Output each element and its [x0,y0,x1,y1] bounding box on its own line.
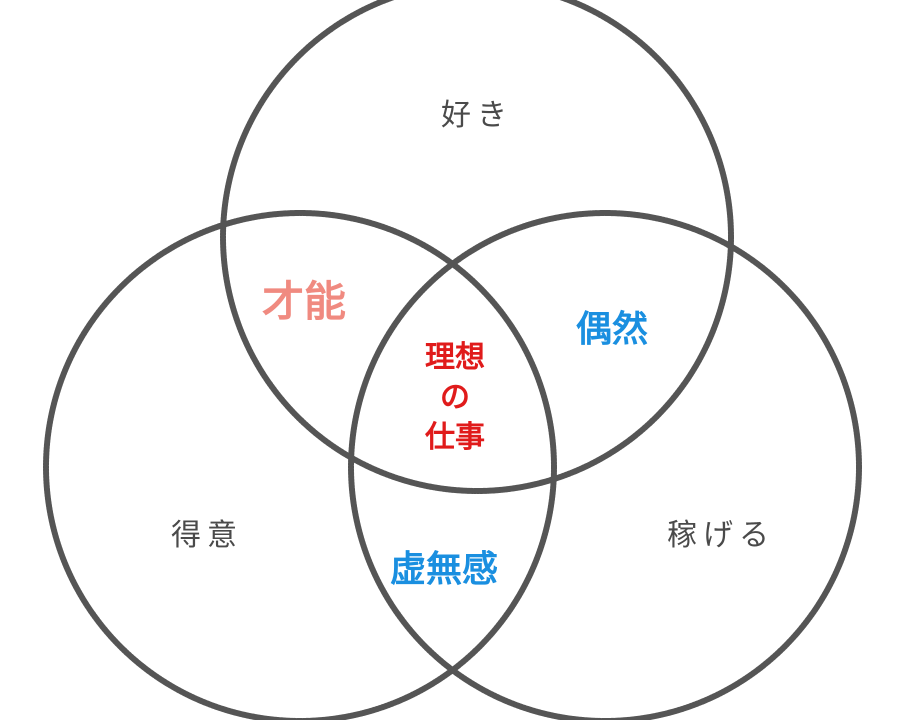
overlap-label-chance: 偶然 [576,309,649,350]
center-label-line-2: の [440,380,470,415]
set-label-good-at: 得意 [171,518,243,553]
center-label-line-3: 仕事 [425,420,485,455]
center-label-ideal-job: 理想 の 仕事 [395,338,515,458]
center-label-line-1: 理想 [425,340,485,375]
overlap-label-emptiness: 虚無感 [390,549,499,590]
overlap-label-talent: 才能 [262,277,347,326]
circle-good-at [43,210,557,720]
set-label-like: 好き [441,98,513,133]
set-label-earn: 稼げる [667,518,775,553]
circle-earn [348,210,862,720]
circle-like [220,0,734,494]
